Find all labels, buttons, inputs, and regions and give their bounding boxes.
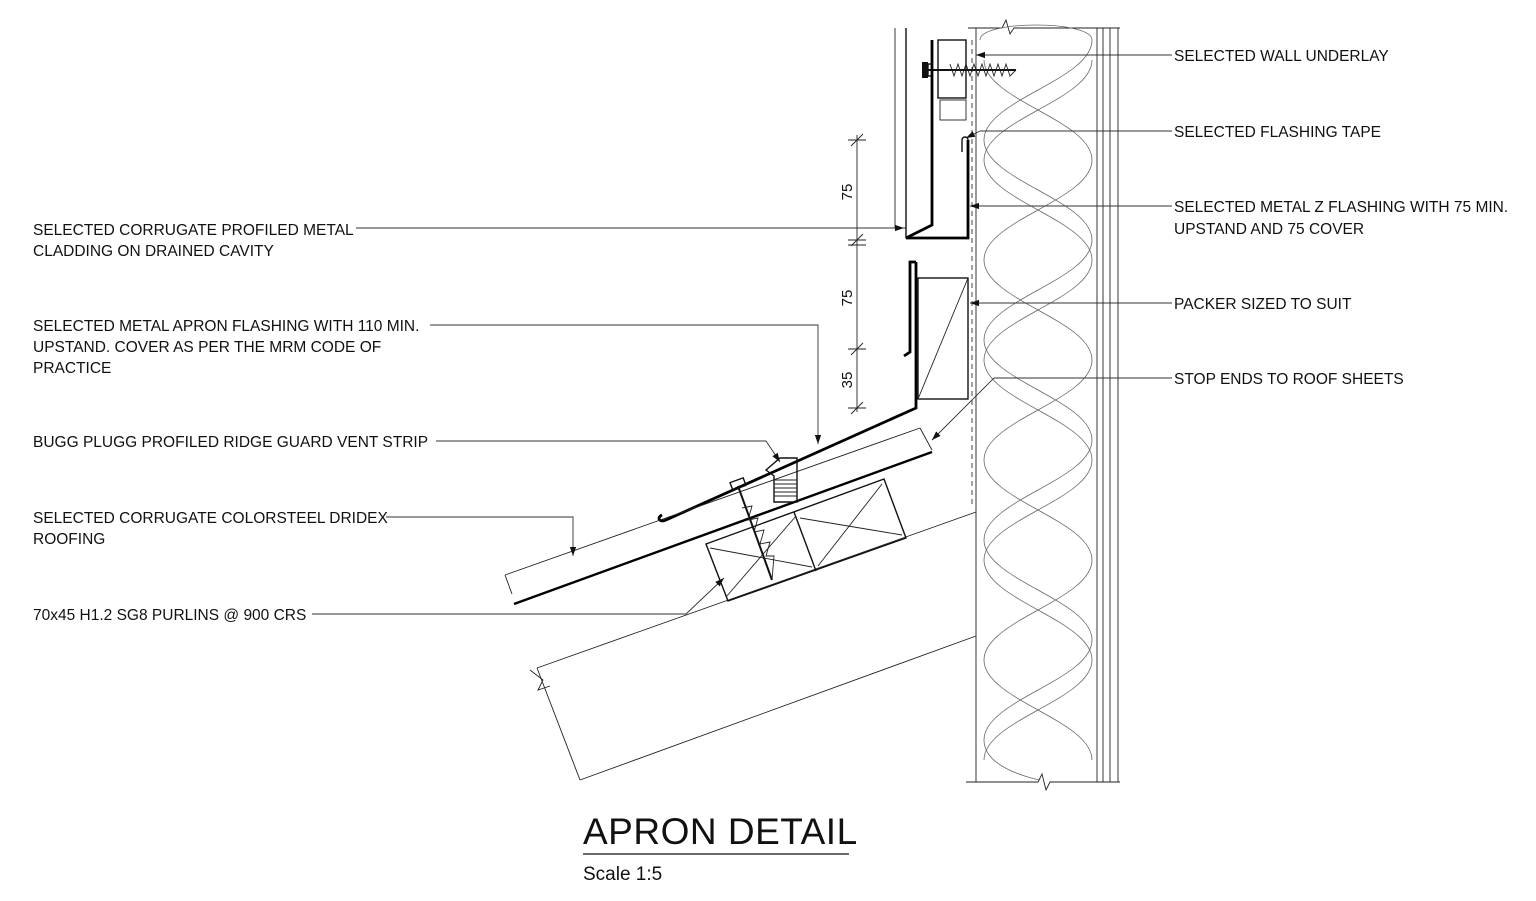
packer (917, 277, 969, 400)
cavity-batten (922, 39, 1017, 121)
label-cladding-line1: SELECTED CORRUGATE PROFILED METAL (33, 222, 354, 239)
dimension-middle: 75 (839, 290, 856, 307)
z-flashing (905, 40, 970, 240)
dimension-lower: 35 (839, 372, 856, 389)
dimension-upper: 75 (839, 184, 856, 201)
label-flashing-tape: SELECTED FLASHING TAPE (1174, 124, 1381, 141)
label-z-flashing-line1: SELECTED METAL Z FLASHING WITH 75 MIN. (1174, 199, 1508, 216)
label-purlins: 70x45 H1.2 SG8 PURLINS @ 900 CRS (33, 607, 306, 624)
label-cladding-line2: CLADDING ON DRAINED CAVITY (33, 243, 274, 260)
roof-screw (729, 476, 775, 581)
label-stop-ends: STOP ENDS TO ROOF SHEETS (1174, 371, 1404, 388)
label-packer: PACKER SIZED TO SUIT (1174, 296, 1352, 313)
wall-cladding (894, 28, 907, 238)
label-apron-line2: UPSTAND. COVER AS PER THE MRM CODE OF (33, 339, 381, 356)
label-apron-line3: PRACTICE (33, 360, 111, 377)
leader-lines (312, 51, 1172, 615)
label-roofing-line2: ROOFING (33, 531, 105, 548)
label-apron-line1: SELECTED METAL APRON FLASHING WITH 110 M… (33, 318, 419, 335)
drawing-scale: Scale 1:5 (583, 864, 662, 885)
label-z-flashing-line2: UPSTAND AND 75 COVER (1174, 221, 1364, 238)
apron-flashing (657, 260, 918, 523)
vent-strip (764, 457, 798, 503)
label-roofing-line1: SELECTED CORRUGATE COLORSTEEL DRIDEX (33, 510, 389, 527)
drawing-title: APRON DETAIL (583, 811, 858, 852)
rafter (529, 511, 977, 781)
label-wall-underlay: SELECTED WALL UNDERLAY (1174, 48, 1389, 65)
label-vent-strip: BUGG PLUGG PROFILED RIDGE GUARD VENT STR… (33, 434, 428, 451)
dimension-chain (848, 133, 866, 415)
wall-insulation (979, 24, 1093, 781)
